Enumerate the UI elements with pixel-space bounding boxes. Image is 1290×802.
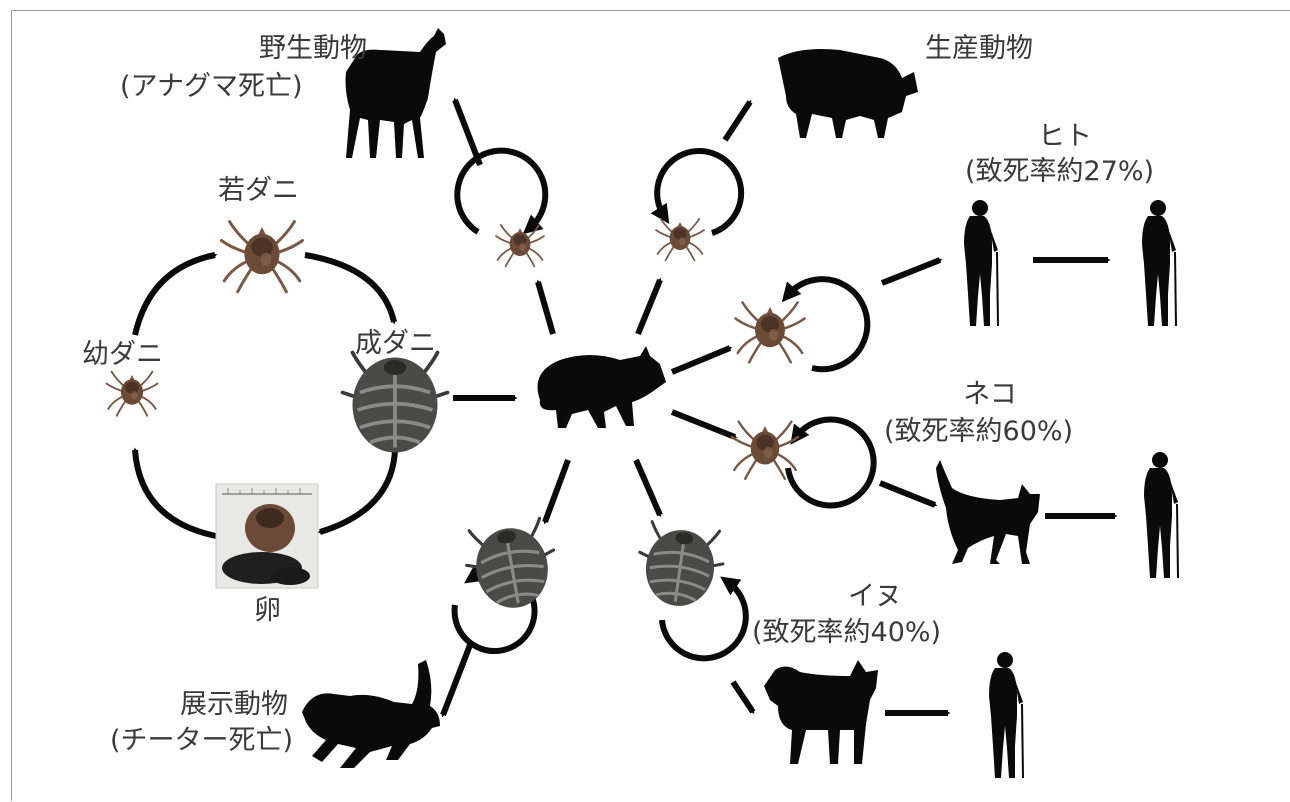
loop-human (781, 276, 871, 373)
raccoon-dog-silhouette-icon (537, 346, 666, 428)
arrow-to-cow (722, 99, 753, 142)
livestock-tick-icon (655, 217, 705, 262)
arrow-to-livestock-tick (635, 277, 663, 336)
larva-label: 幼ダニ (82, 339, 163, 370)
cheetah-silhouette-icon (302, 660, 440, 768)
elderly-person-icon-4 (988, 651, 1024, 779)
human-tick-icon (734, 301, 806, 364)
cycle-loops (451, 147, 877, 662)
egg-label: 卵 (254, 595, 281, 626)
arrow-to-human-tick (670, 345, 733, 375)
nymph-tick-icon (220, 220, 304, 294)
deer-silhouette-icon (345, 28, 446, 158)
ticks (105, 217, 806, 617)
arrow-adult-to-egg (317, 449, 398, 535)
arrow-egg-to-larva (132, 447, 217, 539)
zoo-animal-sublabel: (チーター死亡) (110, 725, 294, 756)
arrow-to-cat-tick (670, 409, 738, 440)
silhouettes (302, 28, 1040, 768)
dog-fatality-label: (致死率約40%) (752, 617, 942, 648)
larva-tick-icon (105, 370, 159, 417)
arrow-to-human (880, 257, 943, 286)
wild-animal-label: 野生動物 (259, 33, 367, 64)
loop-cat (785, 416, 877, 509)
wild-animal-sublabel: (アナグマ死亡) (120, 71, 303, 102)
arrow-zoo-tick-cheetah (440, 642, 473, 718)
tick-egg-mass-photo-icon (215, 483, 319, 589)
wild-tick-icon (495, 223, 545, 268)
arrow-to-dog-tick (633, 458, 663, 518)
elderly-person-icon-1 (963, 199, 999, 327)
figure-frame (11, 10, 1290, 801)
zoo-animal-label: 展示動物 (180, 689, 288, 720)
elderly-person-icon-3 (1143, 451, 1179, 579)
arrow-to-zoo-tick (542, 458, 571, 525)
persons (963, 199, 1179, 779)
human-fatality-label: (致死率約27%) (965, 156, 1155, 187)
dog-silhouette-icon (764, 660, 878, 764)
cow-silhouette-icon (778, 49, 918, 138)
cat-silhouette-icon (936, 460, 1040, 564)
arrow-to-dog (730, 680, 756, 715)
loop-livestock (650, 148, 745, 236)
dog-label: イヌ (848, 581, 902, 612)
cat-label: ネコ (963, 379, 1017, 410)
livestock-label: 生産動物 (925, 33, 1033, 64)
arrow-to-cat (878, 480, 938, 508)
adult-tick-icon (340, 350, 450, 455)
zoo-engorged-tick-icon (459, 515, 564, 617)
arrow-to-wild-tick (535, 279, 556, 335)
loop-dog (659, 576, 749, 662)
cat-fatality-label: (致死率約60%) (884, 416, 1074, 447)
arrow-to-deer (452, 97, 483, 167)
human-label: ヒト (1038, 121, 1092, 152)
arrows (132, 97, 1118, 718)
nymph-label: 若ダニ (218, 175, 299, 206)
adult-label: 成ダニ (355, 328, 436, 359)
arrow-nymph-to-adult (304, 252, 397, 325)
elderly-person-icon-2 (1141, 199, 1177, 327)
arrow-larva-to-nymph (132, 252, 218, 336)
dog-engorged-tick-icon (631, 519, 729, 613)
loop-wild (454, 147, 549, 235)
